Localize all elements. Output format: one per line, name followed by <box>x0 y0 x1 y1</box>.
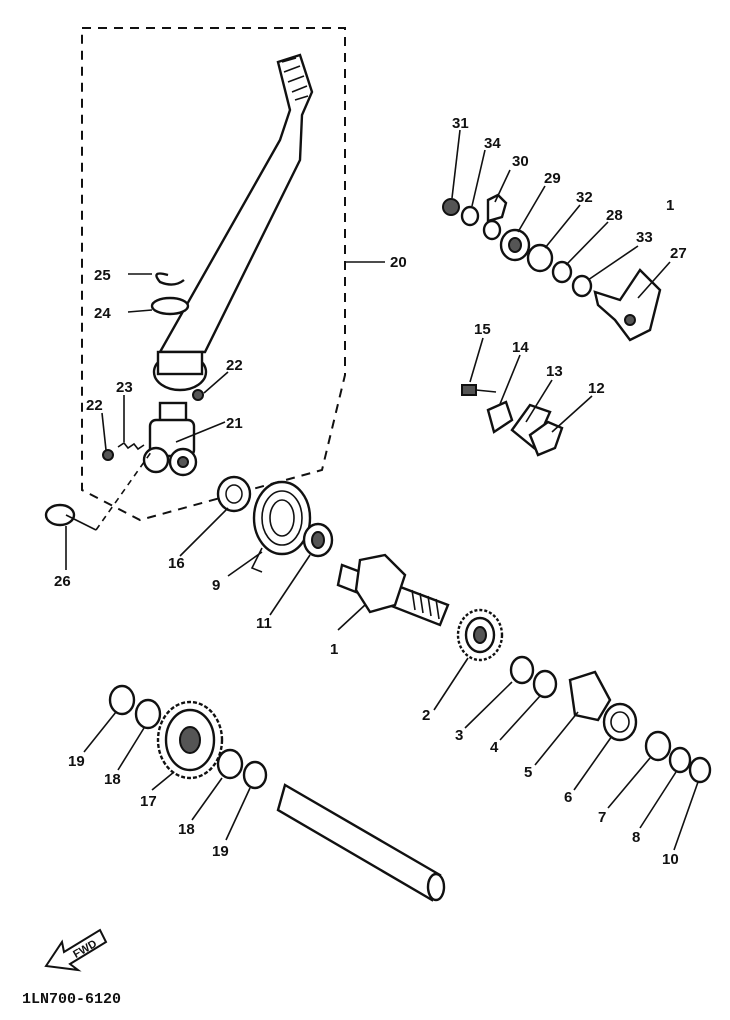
kick-axle <box>336 553 450 627</box>
callout-14: 14 <box>512 339 529 356</box>
drawing-code: 1LN700-6120 <box>22 991 121 1008</box>
callout-8: 8 <box>632 829 640 846</box>
callout-2: 2 <box>422 707 430 724</box>
ball <box>192 389 204 401</box>
bolt <box>44 503 97 531</box>
callout-16-a: 16 <box>168 555 185 572</box>
callout-25: 25 <box>94 267 111 284</box>
callout-30: 30 <box>512 153 529 170</box>
callout-4: 4 <box>490 739 499 756</box>
bolt-guide <box>95 447 155 531</box>
callout-6: 6 <box>564 789 572 806</box>
spring <box>117 441 145 451</box>
callout-17: 17 <box>140 793 157 810</box>
callout-1: 1 <box>330 641 338 658</box>
washer-4 <box>532 669 558 699</box>
washer-8 <box>668 746 692 774</box>
callout-18-b: 18 <box>178 821 195 838</box>
callout-3: 3 <box>455 727 463 744</box>
circlip <box>155 272 185 286</box>
washer-7 <box>644 730 672 762</box>
ball-2 <box>102 449 114 461</box>
callout-10: 10 <box>662 851 679 868</box>
upper-right-parts <box>442 193 662 342</box>
callout-labels: 31 34 30 29 32 28 33 27 1 20 25 24 22 23… <box>54 115 687 868</box>
callout-24: 24 <box>94 305 111 322</box>
ratchet-wheel <box>568 670 612 722</box>
callout-23: 23 <box>116 379 133 396</box>
leader-lines <box>65 129 699 851</box>
callout-33: 33 <box>636 229 653 246</box>
callout-27: 27 <box>670 245 687 262</box>
callout-29: 29 <box>544 170 561 187</box>
kick-boss <box>142 401 198 477</box>
circlip-19b <box>242 760 268 790</box>
callout-32: 32 <box>576 189 593 206</box>
circlip-19a <box>108 684 136 716</box>
callout-21: 21 <box>226 415 243 432</box>
idle-gear <box>156 700 224 780</box>
callout-11: 11 <box>256 615 272 632</box>
fwd-label: FWD <box>71 938 99 961</box>
kick-crank-lever <box>152 53 314 392</box>
spring-6 <box>602 702 638 742</box>
washer-18a <box>134 698 162 730</box>
fwd-arrow-icon: FWD <box>44 928 108 972</box>
callout-19-a: 19 <box>68 753 85 770</box>
callout-1-top: 1 <box>666 197 674 214</box>
callout-22-b: 22 <box>86 397 103 414</box>
callout-34: 34 <box>484 135 501 152</box>
callout-22-a: 22 <box>226 357 243 374</box>
washer-18b <box>216 748 244 780</box>
callout-18-a: 18 <box>104 771 121 788</box>
callout-13: 13 <box>546 363 563 380</box>
callout-12: 12 <box>588 380 605 397</box>
callout-5: 5 <box>524 764 532 781</box>
callout-9: 9 <box>212 577 220 594</box>
callout-19-b: 19 <box>212 843 229 860</box>
ratchet-parts <box>461 384 564 457</box>
callout-31: 31 <box>452 115 469 132</box>
washer <box>150 296 190 316</box>
kick-gear <box>456 608 504 662</box>
kick-spring <box>250 480 312 573</box>
kick-assembly-boundary <box>81 27 346 522</box>
callout-7: 7 <box>598 809 606 826</box>
circlip-10 <box>688 756 712 784</box>
washer-3 <box>509 655 535 685</box>
idle-shaft <box>276 783 442 902</box>
callout-20: 20 <box>390 254 407 271</box>
callout-28: 28 <box>606 207 623 224</box>
callout-15: 15 <box>474 321 491 338</box>
callout-26: 26 <box>54 573 71 590</box>
